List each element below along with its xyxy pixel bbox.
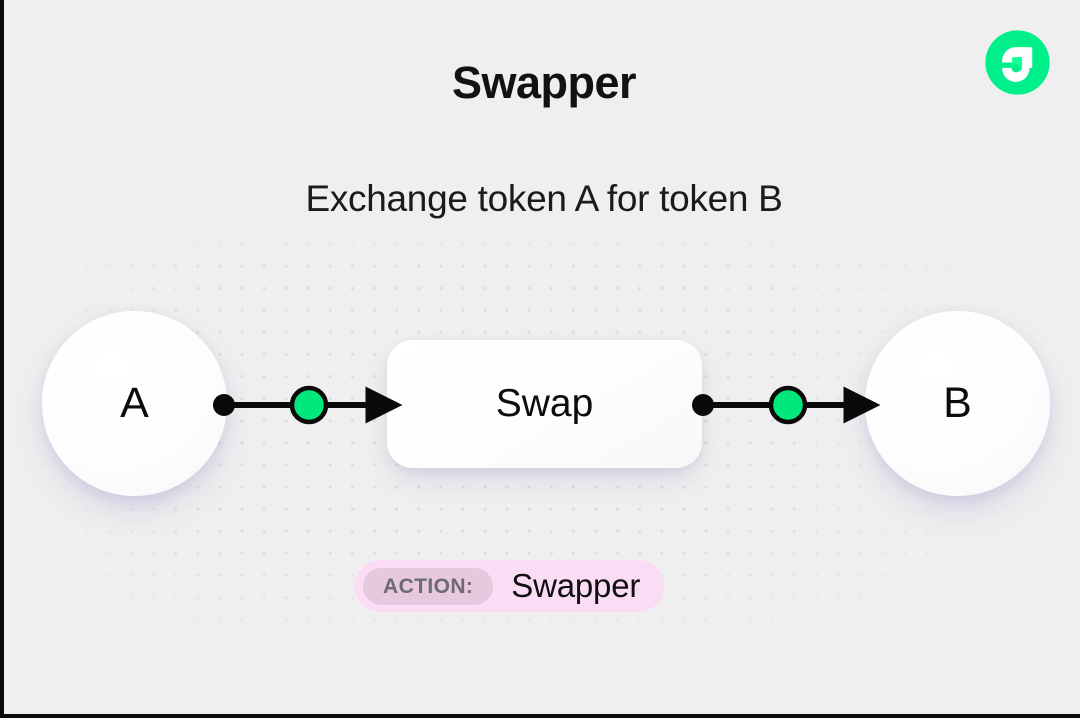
node-swap-label: Swap <box>495 382 594 425</box>
node-token-b-label: B <box>943 379 972 427</box>
edge-b-token-marker[interactable] <box>768 385 808 425</box>
node-token-a-label: A <box>120 379 149 427</box>
action-badge: ACTION: Swapper <box>354 560 665 612</box>
flow-logo[interactable] <box>984 29 1051 96</box>
edge-a-to-swap[interactable] <box>213 385 403 425</box>
page-title: Swapper <box>451 57 637 108</box>
page-subtitle: Exchange token A for token B <box>305 178 783 219</box>
action-label: ACTION: <box>363 567 494 605</box>
edge-a-token-marker[interactable] <box>289 385 329 425</box>
node-token-b[interactable]: B <box>865 311 1050 496</box>
flow-diagram: A Swap B <box>4 0 1080 714</box>
node-swap[interactable]: Swap <box>387 340 702 468</box>
action-value: Swapper <box>511 567 641 604</box>
node-token-a[interactable]: A <box>42 311 227 496</box>
edge-swap-to-b[interactable] <box>692 385 881 425</box>
